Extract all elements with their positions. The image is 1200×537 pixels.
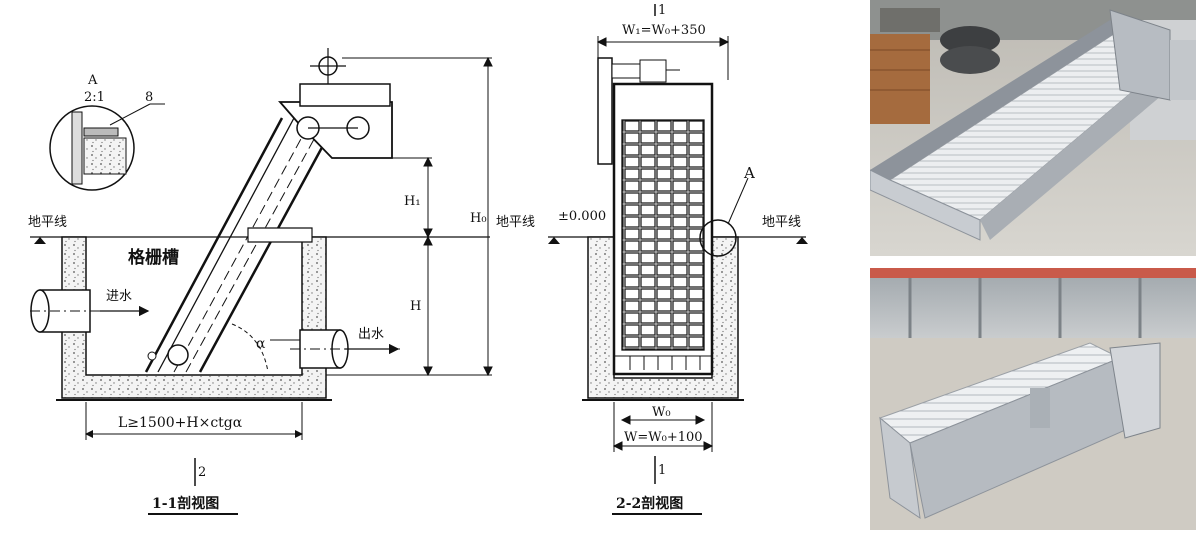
detail-mark-a-2: A [743, 164, 755, 182]
cut-number-2: 2 [198, 465, 206, 480]
ground-label-1: 地平线 [28, 215, 67, 230]
angle-arc [231, 323, 269, 373]
width-dimensions [612, 402, 714, 452]
weld-symbol: 8 [145, 90, 153, 105]
screen-base [614, 355, 712, 370]
section-1-caption: 1-1剖视图 [152, 495, 219, 512]
inclined-screen [144, 48, 393, 373]
w-formula: W=W₀+100 [624, 430, 703, 445]
ground-label-2-right: 地平线 [762, 215, 801, 230]
h1-label: H₁ [404, 194, 421, 209]
detail-scale: 2:1 [84, 90, 105, 105]
outlet-pipe [290, 329, 400, 369]
cut-number-1-bottom: 1 [658, 463, 666, 478]
w0-label: W₀ [652, 405, 671, 420]
length-formula: L≥1500+H×ctgα [118, 415, 243, 431]
product-photo-bottom [870, 268, 1196, 530]
inlet-label: 进水 [106, 289, 132, 304]
section-1-1: A 2:1 8 地平线 格栅槽 进水 出水 [28, 48, 493, 515]
height-dimensions [326, 56, 493, 377]
detail-mark-a: A [87, 73, 98, 88]
channel-concrete [61, 236, 327, 399]
elevation-label: ±0.000 [558, 209, 606, 224]
ground-hatch-left [34, 237, 46, 244]
inlet-pipe [30, 289, 150, 333]
detail-view-a [49, 103, 165, 191]
drive-unit [597, 57, 680, 165]
length-dimension [85, 402, 303, 440]
screen-mesh [621, 119, 705, 351]
angle-label: α [256, 336, 266, 352]
detail-circle-a [699, 219, 737, 257]
outlet-label: 出水 [358, 327, 384, 342]
channel-label: 格栅槽 [128, 247, 179, 268]
w1-formula: W₁=W₀+350 [622, 23, 706, 38]
ground-label-2-left: 地平线 [496, 215, 535, 230]
cut-number-1-top: 1 [658, 3, 666, 18]
section-2-2: 1 W₁=W₀+350 地平线 ±0.000 地平线 [496, 3, 808, 515]
section-2-caption: 2-2剖视图 [616, 495, 683, 512]
product-photo-top [870, 0, 1196, 256]
engineering-drawing: A 2:1 8 地平线 格栅槽 进水 出水 [28, 3, 808, 515]
h0-label: H₀ [470, 211, 487, 226]
h-label: H [410, 299, 421, 314]
